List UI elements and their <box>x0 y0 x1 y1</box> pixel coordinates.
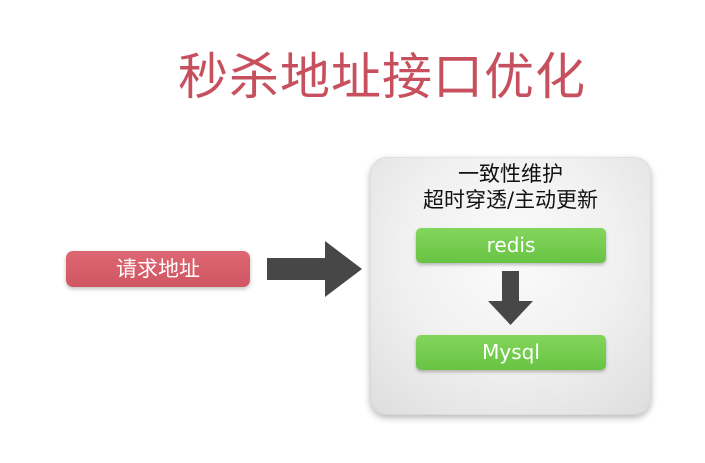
cache-panel: 一致性维护 超时穿透/主动更新 redis Mysql <box>370 157 651 415</box>
redis-box: redis <box>416 228 606 263</box>
mysql-box: Mysql <box>416 335 606 370</box>
request-address-box: 请求地址 <box>66 251 250 287</box>
down-arrow-icon <box>488 271 533 325</box>
update-strategy-label: 超时穿透/主动更新 <box>422 188 599 212</box>
consistency-label: 一致性维护 <box>458 162 563 186</box>
page-title: 秒杀地址接口优化 <box>178 48 586 106</box>
right-arrow-icon <box>267 241 362 297</box>
